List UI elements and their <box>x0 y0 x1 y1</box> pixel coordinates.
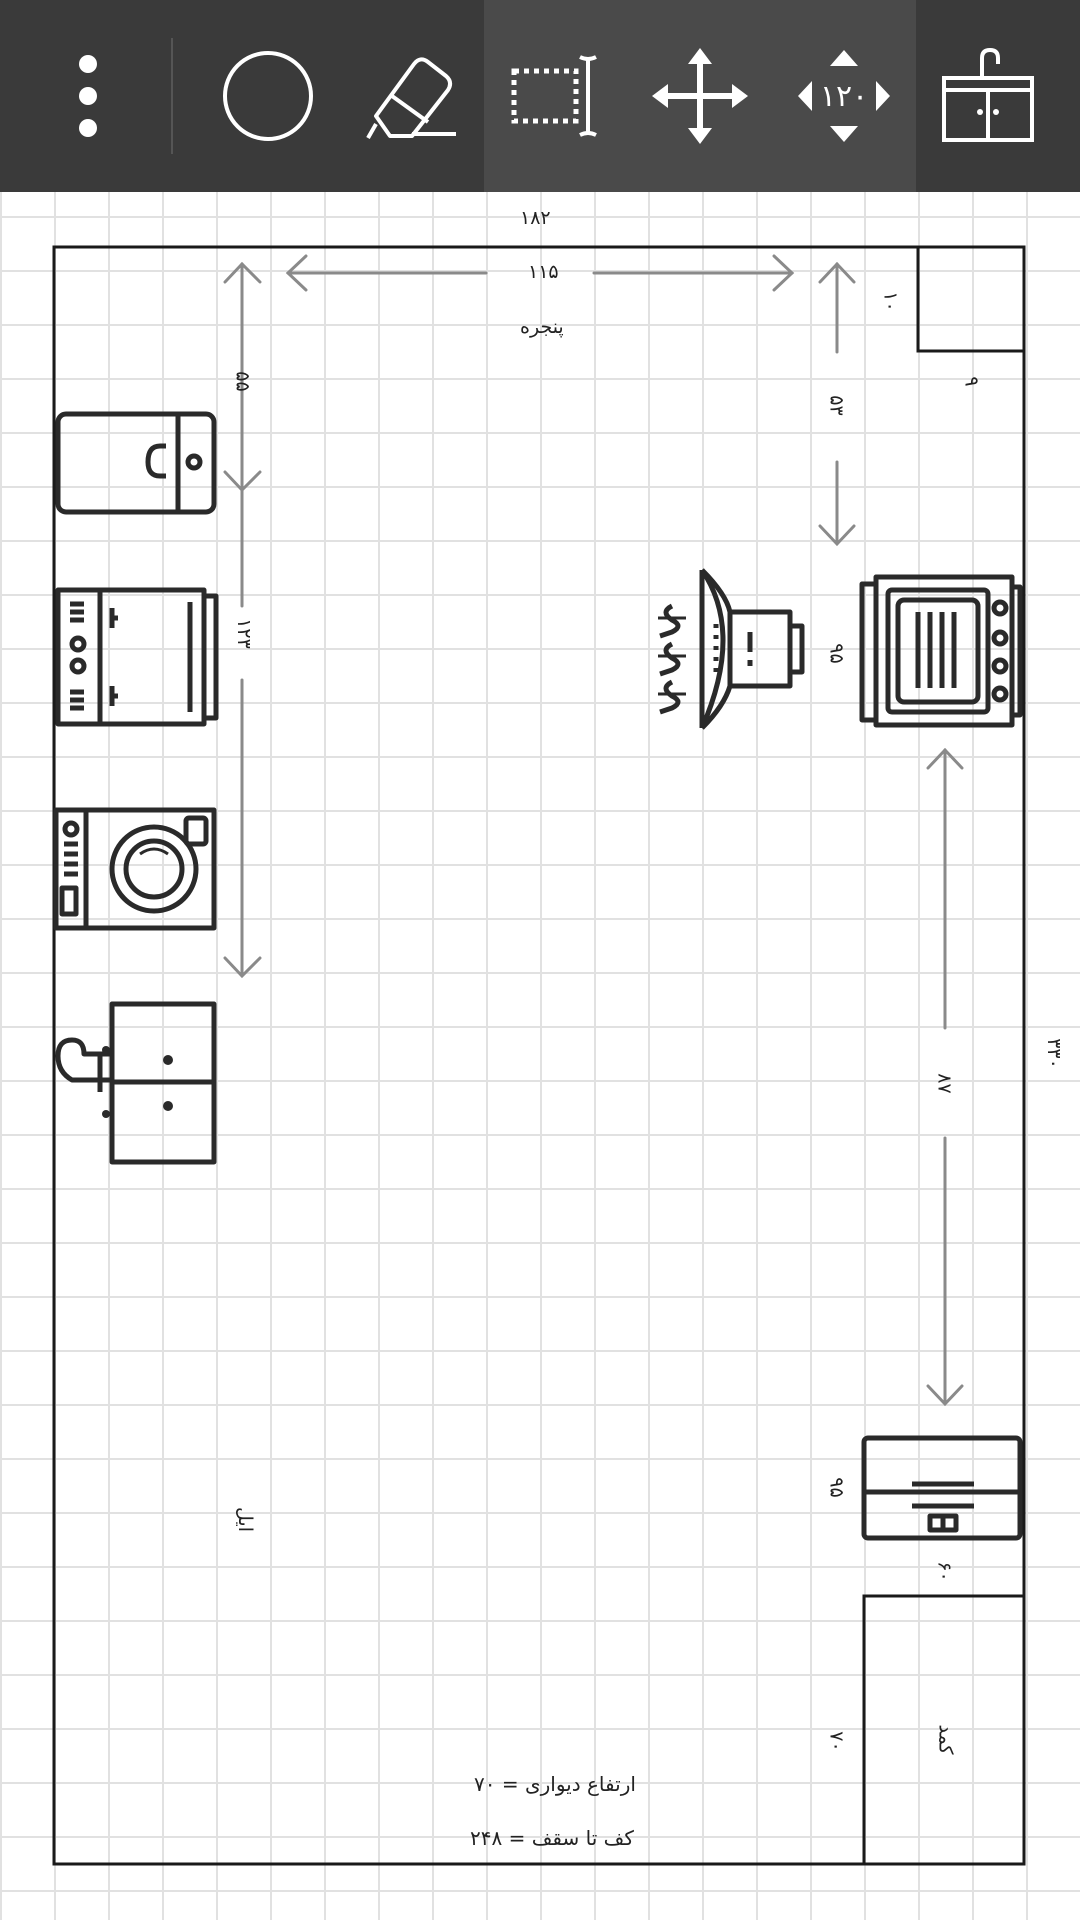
window-width-label: ۱۱۵ <box>528 261 559 283</box>
window-label: پنجره <box>520 316 564 338</box>
floor-plan-canvas[interactable]: ۱۸۲ ۱۱۵ پنجره ۱۰ ۹ ۵۵ ۱۲۳ ۵۳ ۹۵ ۳۳۰ ۸۷ ۹… <box>0 192 1080 1920</box>
dimension-tool-button[interactable]: ۱۲۰ <box>772 0 916 192</box>
pantry-label: کمد <box>934 1724 957 1755</box>
room-outline[interactable] <box>52 245 1026 1866</box>
ceiling-note: کف تا سقف = ۲۴۸ <box>470 1826 634 1850</box>
more-menu-button[interactable] <box>16 0 160 192</box>
sink-cabinet-icon <box>942 48 1034 142</box>
dishwasher-icon[interactable] <box>55 411 217 515</box>
oven-icon[interactable] <box>55 587 219 727</box>
gas-stove-icon[interactable] <box>859 574 1023 728</box>
eraser-icon <box>366 57 456 139</box>
fridge-depth-label: ۹۵ <box>825 1477 848 1498</box>
toolbar: ۱۲۰ <box>0 0 1080 192</box>
selection-rect-icon <box>511 55 597 137</box>
right-gap-mid-label: ۸۷ <box>933 1073 956 1094</box>
inlet-label: ایل <box>233 1507 256 1532</box>
move-tool-button[interactable] <box>628 0 772 192</box>
more-vertical-icon <box>79 55 97 137</box>
corner-width-label: ۹ <box>960 376 983 387</box>
washing-machine-icon[interactable] <box>53 807 217 931</box>
pantry-depth-label: ۷۰ <box>825 1731 848 1752</box>
fridge-width-label: ۶۰ <box>933 1561 956 1582</box>
circle-icon <box>223 51 313 141</box>
wall-height-note: ارتفاع دیواری = ۷۰ <box>474 1772 636 1796</box>
stove-depth-label: ۹۵ <box>825 643 848 664</box>
right-wall-length-label: ۳۳۰ <box>1042 1038 1065 1069</box>
dimension-value: ۱۲۰ <box>820 79 868 114</box>
eraser-tool-button[interactable] <box>340 0 484 192</box>
corner-column[interactable] <box>916 245 1026 353</box>
move-arrows-icon <box>652 48 748 144</box>
toolbar-divider <box>171 38 173 154</box>
left-gap-top-label: ۵۵ <box>231 371 254 392</box>
dimension-arrows-icon: ۱۲۰ <box>798 50 890 142</box>
pantry-cabinet[interactable] <box>862 1594 1026 1866</box>
left-gap-mid-label: ۱۲۳ <box>232 618 255 649</box>
cabinet-tool-button[interactable] <box>916 0 1060 192</box>
select-tool-button[interactable] <box>484 0 628 192</box>
circle-tool-button[interactable] <box>196 0 340 192</box>
top-width-label: ۱۸۲ <box>520 207 551 229</box>
corner-height-label: ۱۰ <box>879 291 902 312</box>
right-gap-top-label: ۵۳ <box>825 395 848 416</box>
refrigerator-icon[interactable] <box>861 1435 1023 1541</box>
sink-cabinet-icon[interactable] <box>55 1001 217 1165</box>
dimension-lines <box>223 254 964 1407</box>
range-hood-icon[interactable] <box>658 568 805 730</box>
